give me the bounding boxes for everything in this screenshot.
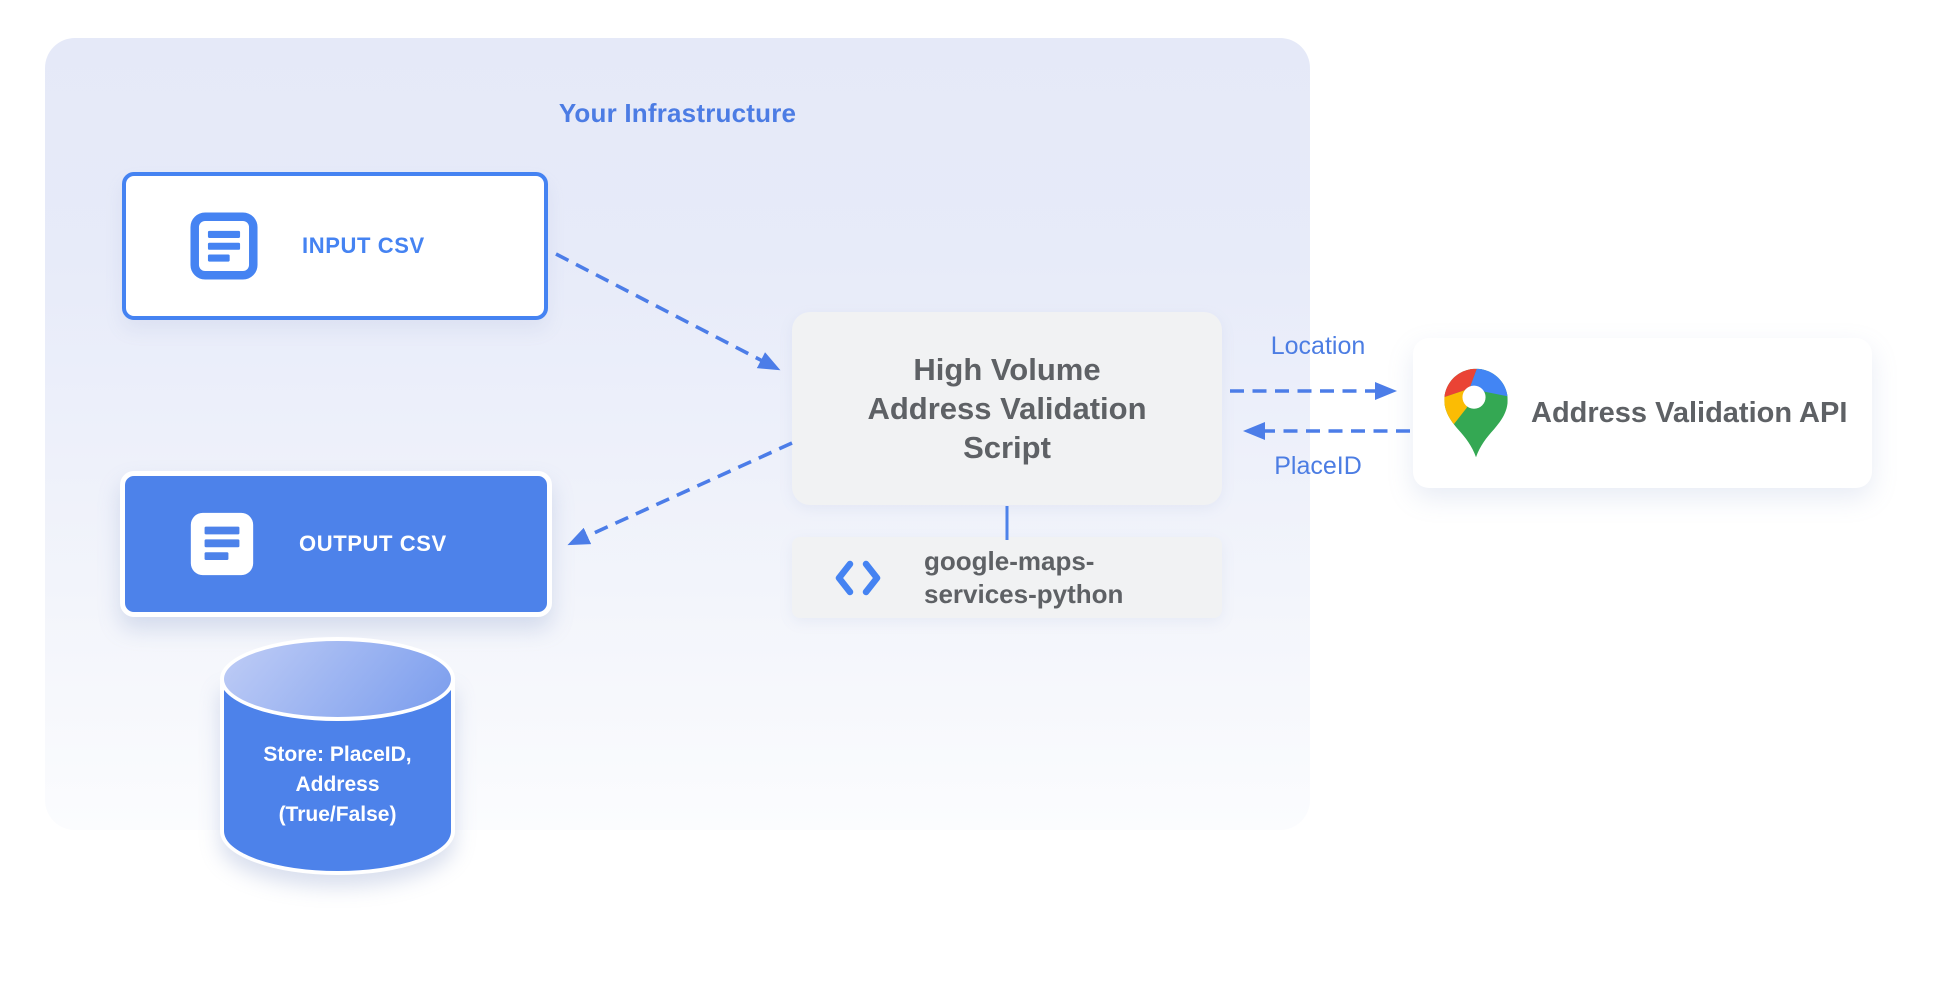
script-node: High Volume Address Validation Script (792, 312, 1222, 505)
script-label-line1: High Volume (913, 352, 1101, 387)
input-csv-node: INPUT CSV (122, 172, 548, 320)
output-csv-node: OUTPUT CSV (120, 471, 552, 617)
document-icon (190, 211, 258, 281)
datastore-label: Store: PlaceID, Address (True/False) (263, 743, 412, 826)
code-brackets-icon (834, 560, 882, 596)
api-label: Address Validation API (1531, 396, 1848, 429)
library-label: google-maps- services-python (924, 545, 1124, 609)
document-icon (189, 510, 255, 578)
google-maps-pin-icon (1443, 368, 1509, 458)
datastore-cylinder: Store: PlaceID, Address (True/False) (220, 637, 455, 877)
placeid-edge-label: PlaceID (1274, 452, 1362, 480)
infrastructure-title: Your Infrastructure (558, 98, 797, 128)
library-node: google-maps- services-python (792, 537, 1222, 618)
location-edge-label: Location (1270, 332, 1366, 360)
cylinder-top (220, 637, 455, 721)
output-csv-label: OUTPUT CSV (299, 531, 447, 556)
script-label-line2: Address Validation (867, 391, 1147, 426)
input-csv-label: INPUT CSV (302, 233, 425, 258)
script-label-line3: Script (963, 430, 1051, 465)
api-node: Address Validation API (1413, 338, 1872, 488)
